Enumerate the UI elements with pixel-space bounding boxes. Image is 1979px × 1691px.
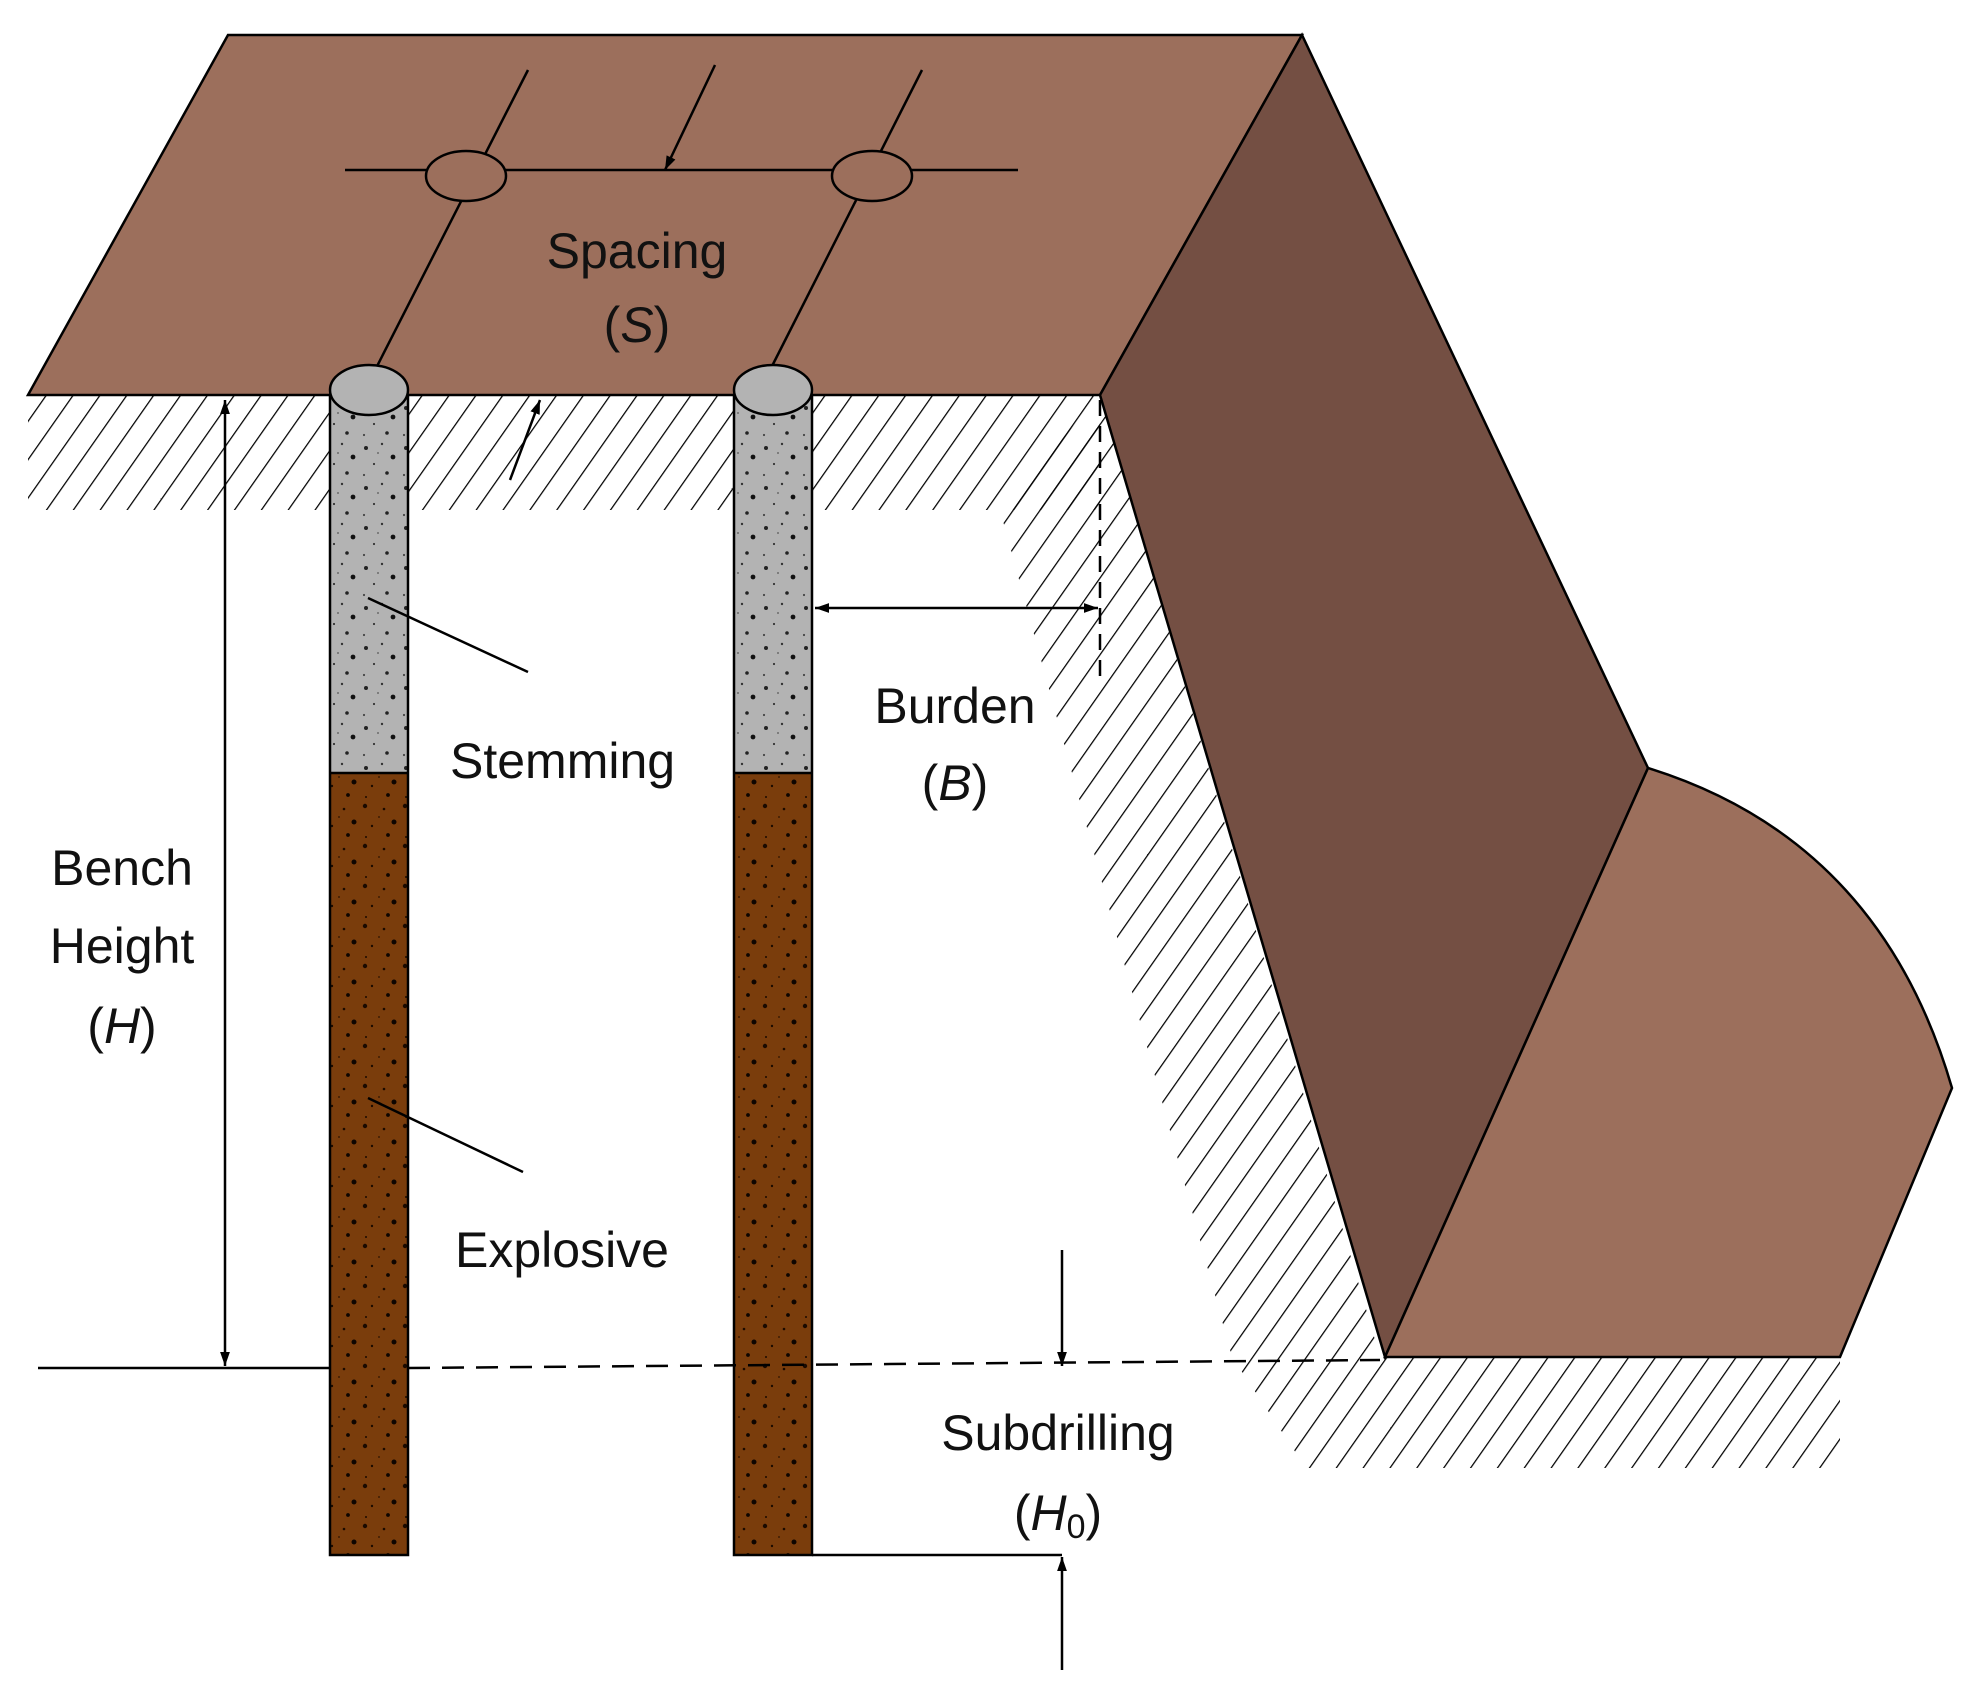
face-rock-hatch bbox=[1000, 395, 1380, 1357]
burden-symbol-label: (B) bbox=[922, 755, 989, 811]
subdrilling-label: Subdrilling bbox=[941, 1405, 1174, 1461]
bench-height-symbol-label: (H) bbox=[87, 998, 156, 1054]
burden-label: Burden bbox=[874, 678, 1035, 734]
stemming-leader bbox=[367, 596, 529, 674]
floor-rock-hatch bbox=[1232, 1357, 1840, 1468]
bench-height-label-line-2: Height bbox=[50, 918, 195, 974]
back-hole-collar-2 bbox=[830, 149, 914, 203]
hole-2-collar bbox=[732, 363, 814, 417]
spacing-symbol-label: (S) bbox=[604, 297, 671, 353]
grid-line-hole-2 bbox=[763, 69, 924, 381]
grade-line-dashed bbox=[407, 1358, 1381, 1370]
hole-2-stemming-texture bbox=[734, 395, 812, 773]
hole-1-collar bbox=[328, 363, 410, 417]
hole-1-stemming-texture bbox=[330, 395, 408, 773]
subdrilling-symbol-label: (H0) bbox=[1014, 1485, 1102, 1546]
stemming-label: Stemming bbox=[450, 733, 675, 789]
muckpile bbox=[1383, 766, 1954, 1359]
spacing-arrow-top bbox=[663, 64, 717, 171]
grid-line-hole-1 bbox=[368, 69, 530, 381]
explosive-label: Explosive bbox=[455, 1222, 669, 1278]
back-hole-collar-1 bbox=[424, 149, 508, 203]
explosive-leader bbox=[367, 1096, 524, 1174]
hole-2-explosive-texture bbox=[734, 773, 812, 1555]
hole-1-explosive-texture bbox=[330, 773, 408, 1555]
upper-rock-hatch bbox=[28, 395, 1100, 510]
spacing-label: Spacing bbox=[547, 223, 728, 279]
bench-height-label-line-1: Bench bbox=[51, 840, 193, 896]
spacing-arrow-bottom bbox=[508, 399, 542, 481]
